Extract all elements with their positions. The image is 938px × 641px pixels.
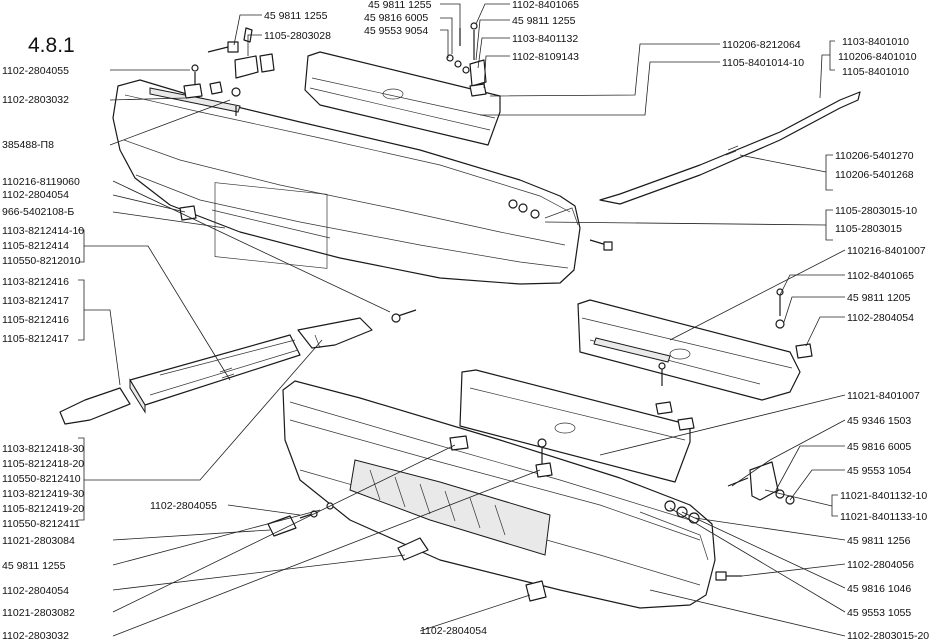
label-1105-2803015-10: 1105-2803015-10 bbox=[835, 205, 917, 217]
label-110206-5401270: 110206-5401270 bbox=[835, 150, 914, 162]
label-110550-8212410: 110550-8212410 bbox=[2, 473, 81, 485]
label-45-9816-6005-t: 45 9816 6005 bbox=[364, 12, 428, 24]
label-45-9811-1255-t3: 45 9811 1255 bbox=[512, 15, 576, 27]
label-1102-2804054-a: 1102-2804054 bbox=[2, 189, 69, 201]
label-1103-8401132: 1103-8401132 bbox=[512, 33, 578, 45]
label-1103-8212414-10: 1103-8212414-10 bbox=[2, 225, 84, 237]
label-45-9811-1255-t1: 45 9811 1255 bbox=[264, 10, 328, 22]
label-1102-2803032-b: 1102-2803032 bbox=[2, 630, 69, 641]
label-110216-8401007: 110216-8401007 bbox=[847, 245, 926, 257]
label-1102-2803015-20: 1102-2803015-20 bbox=[847, 630, 929, 641]
labels-left: 1102-2804055 1102-2803032 385488-П8 1102… bbox=[2, 65, 487, 641]
top-hardware bbox=[179, 22, 613, 323]
label-45-9816-1046: 45 9816 1046 bbox=[847, 583, 911, 595]
label-11021-8401133-10: 11021-8401133-10 bbox=[840, 511, 927, 523]
label-966-5402108-b: 966-5402108-Б bbox=[2, 206, 74, 218]
label-1105-8212414: 1105-8212414 bbox=[2, 240, 69, 252]
label-110550-8212010: 110550-8212010 bbox=[2, 255, 81, 267]
label-1105-8401014-10: 1105-8401014-10 bbox=[722, 57, 804, 69]
label-45-9811-1255-l: 45 9811 1255 bbox=[2, 560, 66, 572]
label-110550-8212411: 110550-8212411 bbox=[2, 518, 80, 530]
label-11021-2803084: 11021-2803084 bbox=[2, 535, 75, 547]
label-45-9553-1055: 45 9553 1055 bbox=[847, 607, 911, 619]
label-1105-8212416: 1105-8212416 bbox=[2, 314, 69, 326]
label-1105-8212419-20: 1105-8212419-20 bbox=[2, 503, 84, 515]
label-1103-8212416: 1103-8212416 bbox=[2, 276, 69, 288]
label-1103-8401010: 1103-8401010 bbox=[842, 36, 909, 48]
leader-lines bbox=[78, 3, 846, 637]
upper-grille bbox=[577, 299, 801, 401]
label-1102-2803032-a: 1102-2803032 bbox=[2, 94, 69, 106]
label-1105-2803028: 1105-2803028 bbox=[264, 30, 331, 42]
labels-right: 110206-5401270 110206-5401268 1105-28030… bbox=[835, 150, 929, 641]
label-110206-5401268: 110206-5401268 bbox=[835, 169, 914, 181]
center-grille bbox=[459, 369, 691, 483]
label-11021-2803082: 11021-2803082 bbox=[2, 607, 75, 619]
rear-light-panel bbox=[304, 51, 501, 146]
figure-number: 4.8.1 bbox=[28, 34, 75, 57]
molding-strip bbox=[599, 91, 861, 205]
bumper-reinforcement bbox=[59, 317, 373, 425]
label-45-9811-1205: 45 9811 1205 bbox=[847, 292, 911, 304]
label-11021-8401132-10: 11021-8401132-10 bbox=[840, 490, 927, 502]
label-1105-8212418-20: 1105-8212418-20 bbox=[2, 458, 84, 470]
lower-hardware bbox=[267, 288, 813, 602]
label-1102-2804054-bottom: 1102-2804054 bbox=[420, 625, 487, 637]
label-45-9816-6005-r: 45 9816 6005 bbox=[847, 441, 911, 453]
label-1102-8109143: 1102-8109143 bbox=[512, 51, 579, 63]
label-385488-p8: 385488-П8 bbox=[2, 139, 54, 151]
rear-bumper bbox=[112, 79, 581, 285]
label-110216-8119060: 110216-8119060 bbox=[2, 176, 80, 188]
label-45-9811-1255-t2: 45 9811 1255 bbox=[368, 0, 432, 11]
label-1102-2804056: 1102-2804056 bbox=[847, 559, 914, 571]
label-1102-2804054-r: 1102-2804054 bbox=[847, 312, 914, 324]
label-1102-2804055-b: 1102-2804055 bbox=[150, 500, 217, 512]
label-1105-8212417: 1105-8212417 bbox=[2, 333, 69, 345]
label-110206-8212064: 110206-8212064 bbox=[722, 39, 801, 51]
label-45-9811-1256: 45 9811 1256 bbox=[847, 535, 911, 547]
label-45-9346-1503: 45 9346 1503 bbox=[847, 415, 911, 427]
label-1103-8212419-30: 1103-8212419-30 bbox=[2, 488, 84, 500]
label-1105-8401010: 1105-8401010 bbox=[842, 66, 909, 78]
label-1105-2803015: 1105-2803015 bbox=[835, 223, 902, 235]
label-1102-2804055-a: 1102-2804055 bbox=[2, 65, 69, 77]
label-1103-8212418-30: 1103-8212418-30 bbox=[2, 443, 84, 455]
label-1102-8401065-r: 1102-8401065 bbox=[847, 270, 914, 282]
label-45-9553-9054: 45 9553 9054 bbox=[364, 25, 428, 37]
label-1103-8212417: 1103-8212417 bbox=[2, 295, 69, 307]
label-11021-8401007: 11021-8401007 bbox=[847, 390, 920, 402]
label-1102-8401065-t: 1102-8401065 bbox=[512, 0, 579, 11]
label-45-9553-1054: 45 9553 1054 bbox=[847, 465, 911, 477]
labels-top: 45 9811 1255 1105-2803028 45 9811 1255 4… bbox=[264, 0, 917, 78]
label-110206-8401010: 110206-8401010 bbox=[838, 51, 917, 63]
label-1102-2804054-l: 1102-2804054 bbox=[2, 585, 69, 597]
